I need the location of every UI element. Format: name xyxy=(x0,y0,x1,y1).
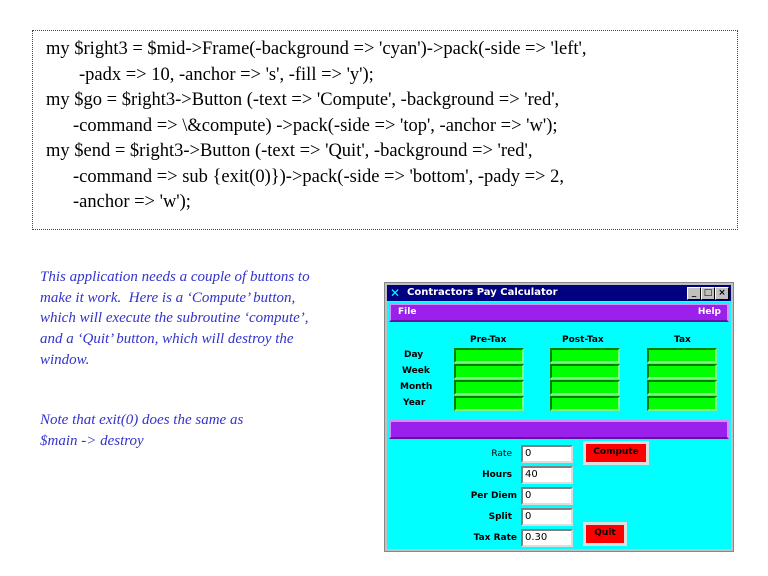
menu-help[interactable]: Help xyxy=(697,307,721,317)
pre-tax-day-entry[interactable] xyxy=(454,348,524,363)
pre-tax-month-entry[interactable] xyxy=(454,380,524,395)
row-label-month: Month xyxy=(400,382,433,392)
col-header-pre-tax: Pre-Tax xyxy=(470,335,507,345)
pre-tax-year-entry[interactable] xyxy=(454,396,524,411)
per-diem-label: Per Diem xyxy=(470,491,517,501)
note-line: Note that exit(0) does the same as xyxy=(40,412,244,428)
pre-tax-week-entry[interactable] xyxy=(454,364,524,379)
code-line: -command => \&compute) ->pack(-side => '… xyxy=(73,116,558,136)
tax-week-entry[interactable] xyxy=(647,364,717,379)
hours-label: Hours xyxy=(482,470,512,480)
code-line: -padx => 10, -anchor => 's', -fill => 'y… xyxy=(79,65,374,85)
quit-button[interactable]: Quit xyxy=(583,522,627,546)
code-line: -anchor => 'w'); xyxy=(73,192,191,212)
window-title: Contractors Pay Calculator xyxy=(407,287,558,298)
tax-year-entry[interactable] xyxy=(647,396,717,411)
minimize-button[interactable]: _ xyxy=(687,287,701,300)
code-line: my $end = $right3->Button (-text => 'Qui… xyxy=(46,141,533,161)
app-window: ✕ Contractors Pay Calculator _ □ × File … xyxy=(384,282,734,552)
maximize-button[interactable]: □ xyxy=(701,287,715,300)
window-body: File Help Pre-Tax Post-Tax Tax Day Week … xyxy=(387,302,731,549)
row-label-year: Year xyxy=(403,398,426,408)
post-tax-month-entry[interactable] xyxy=(550,380,620,395)
code-line: my $right3 = $mid->Frame(-background => … xyxy=(46,39,587,59)
compute-button[interactable]: Compute xyxy=(583,441,649,465)
tax-rate-entry[interactable]: 0.30 xyxy=(521,529,573,547)
hours-entry[interactable]: 40 xyxy=(521,466,573,484)
menu-file[interactable]: File xyxy=(398,307,417,317)
post-tax-week-entry[interactable] xyxy=(550,364,620,379)
rate-label: Rate xyxy=(491,449,512,459)
per-diem-entry[interactable]: 0 xyxy=(521,487,573,505)
title-bar: ✕ Contractors Pay Calculator _ □ × xyxy=(387,285,731,301)
split-entry[interactable]: 0 xyxy=(521,508,573,526)
row-label-day: Day xyxy=(404,350,424,360)
tax-rate-label: Tax Rate xyxy=(473,533,517,543)
code-box xyxy=(32,30,738,230)
tax-month-entry[interactable] xyxy=(647,380,717,395)
col-header-post-tax: Post-Tax xyxy=(562,335,604,345)
row-label-week: Week xyxy=(402,366,430,376)
divider-bar xyxy=(389,420,729,439)
col-header-tax: Tax xyxy=(674,335,691,345)
note-line: $main -> destroy xyxy=(40,433,144,449)
note-line: which will execute the subroutine ‘compu… xyxy=(40,310,309,326)
post-tax-day-entry[interactable] xyxy=(550,348,620,363)
close-button[interactable]: × xyxy=(715,287,729,300)
note-line: and a ‘Quit’ button, which will destroy … xyxy=(40,331,294,347)
tk-icon: ✕ xyxy=(390,286,401,300)
note-line: window. xyxy=(40,352,90,368)
note-line: This application needs a couple of butto… xyxy=(40,269,310,285)
split-label: Split xyxy=(488,512,512,522)
code-line: my $go = $right3->Button (-text => 'Comp… xyxy=(46,90,560,110)
tax-day-entry[interactable] xyxy=(647,348,717,363)
code-line: -command => sub {exit(0)})->pack(-side =… xyxy=(73,167,564,187)
note-line: make it work. Here is a ‘Compute’ button… xyxy=(40,290,296,306)
post-tax-year-entry[interactable] xyxy=(550,396,620,411)
rate-entry[interactable]: 0 xyxy=(521,445,573,463)
menu-bar: File Help xyxy=(389,303,729,322)
